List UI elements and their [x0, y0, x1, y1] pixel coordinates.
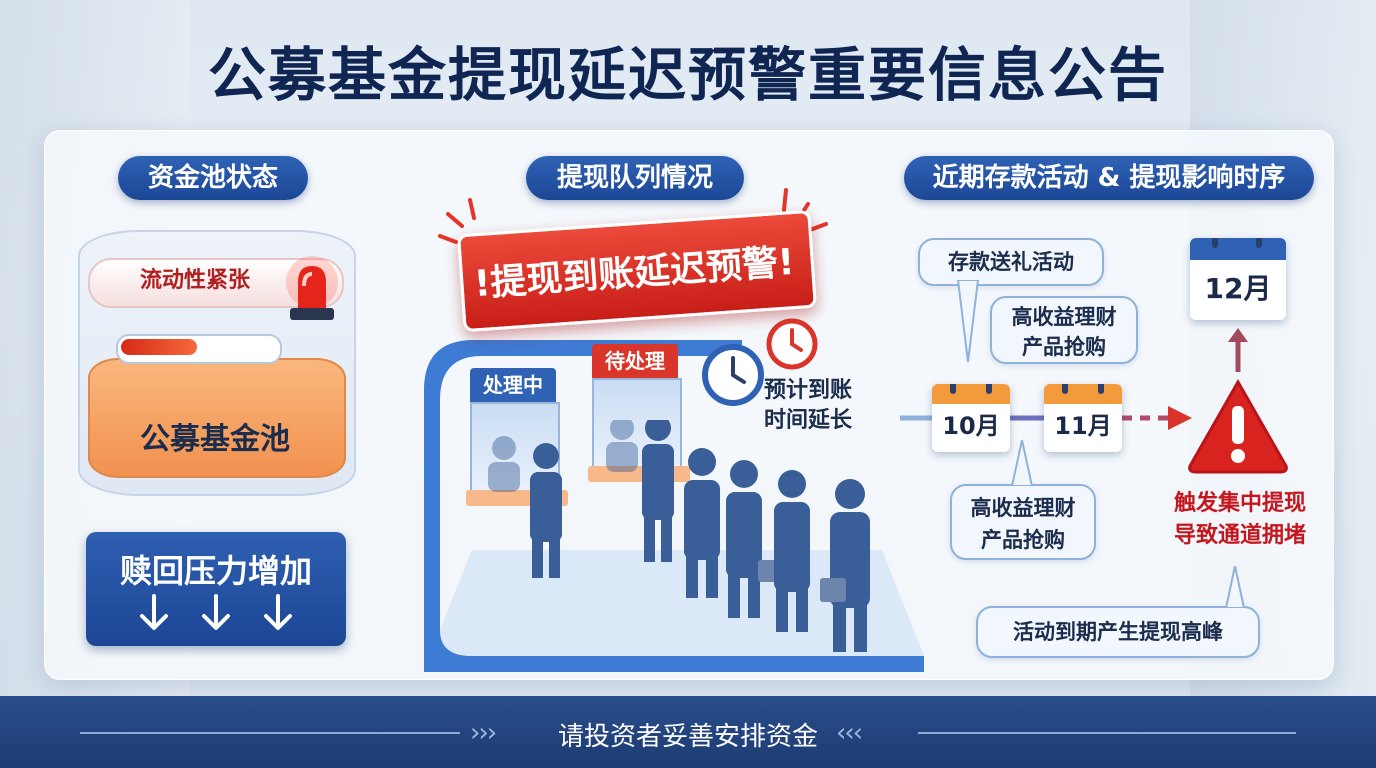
bubble-pointer [956, 280, 980, 363]
calendar-dec-icon: 12月 [1190, 238, 1286, 320]
bubble-wealth-top: 高收益理财 产品抢购 [990, 296, 1138, 364]
bubble-withdraw-peak: 活动到期产生提现高峰 [976, 606, 1260, 658]
clock-alert-icon [766, 318, 818, 370]
timeline-line [900, 406, 1192, 430]
footer-text: 请投资者妥善安排资金 [557, 722, 818, 752]
footer-divider [80, 732, 460, 734]
siren-icon [286, 256, 338, 320]
warning-line2: 导致通道拥堵 [1173, 523, 1306, 548]
eta-line1: 预计到账 [764, 378, 853, 403]
warning-text: 触发集中提现 导致通道拥堵 [1166, 488, 1314, 552]
fund-pool-drum [88, 358, 346, 478]
calendar-oct-icon: 10月 [932, 384, 1010, 452]
calendar-dec-label: 12月 [1204, 272, 1272, 305]
bubble-pointer [1224, 566, 1246, 608]
arrow-up-icon [1228, 328, 1248, 372]
bubble-wealth-bottom-line2: 产品抢购 [981, 528, 1065, 552]
window-sign-processing: 处理中 [470, 368, 556, 402]
bubble-pointer [1010, 440, 1034, 486]
bubble-deposit-gift: 存款送礼活动 [918, 238, 1104, 286]
clock-icon [702, 344, 764, 406]
down-arrows-icon [140, 594, 292, 630]
title-right: 重要信息公告 [808, 41, 1169, 109]
chevrons-right-icon: ››› [470, 718, 497, 748]
calendar-nov-icon: 11月 [1044, 384, 1122, 452]
section-title-timeline: 近期存款活动 & 提现影响时序 [904, 156, 1314, 200]
title-left: 公募基金提现延迟预警 [207, 41, 808, 109]
bubble-wealth-top-line1: 高收益理财 [1011, 305, 1117, 329]
window-sign-pending: 待处理 [592, 344, 678, 378]
pool-label: 公募基金池 [140, 422, 290, 457]
bubble-wealth-bottom-line1: 高收益理财 [970, 496, 1076, 520]
section-title-queue: 提现队列情况 [526, 156, 744, 200]
liquidity-bar-fill [121, 339, 197, 355]
eta-note: 预计到账 时间延长 [764, 376, 852, 436]
bubble-wealth-top-line2: 产品抢购 [1022, 335, 1106, 359]
pressure-label: 赎回压力增加 [119, 552, 312, 590]
eta-line2: 时间延长 [764, 408, 853, 433]
footer-divider [918, 732, 1296, 734]
calendar-oct-label: 10月 [942, 412, 1000, 440]
bubble-wealth-bottom: 高收益理财 产品抢购 [950, 484, 1096, 560]
warning-line1: 触发集中提现 [1173, 491, 1306, 516]
liquidity-label: 流动性紧张 [139, 268, 250, 293]
warning-icon [1188, 378, 1288, 474]
calendar-nov-label: 11月 [1054, 412, 1112, 440]
queue-people [488, 420, 870, 652]
page-title: 公募基金提现延迟预警重要信息公告 [0, 28, 1376, 112]
section-title-pool: 资金池状态 [118, 156, 308, 200]
chevrons-left-icon: ‹‹‹ [836, 718, 863, 748]
